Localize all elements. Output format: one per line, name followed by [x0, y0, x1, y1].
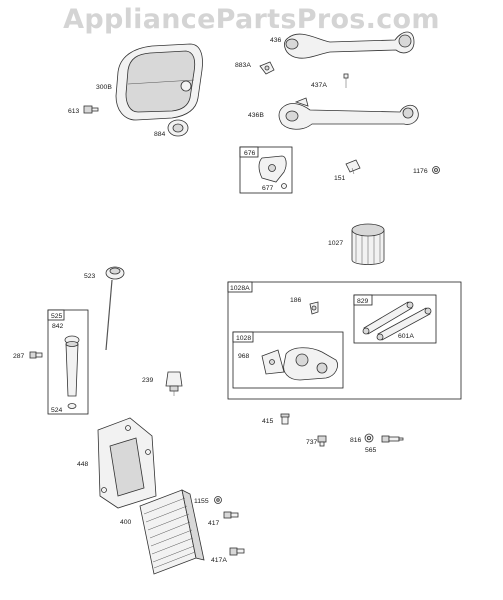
part-613-bolt[interactable] [83, 105, 99, 114]
group-1028A[interactable] [227, 281, 462, 400]
part-523-dipstick[interactable] [105, 266, 125, 351]
group-525[interactable] [47, 309, 89, 415]
label-968: 968 [238, 353, 250, 360]
label-676: 676 [244, 150, 256, 157]
label-523: 523 [84, 273, 96, 280]
part-300B-cover[interactable] [115, 43, 203, 121]
part-287-bolt[interactable] [29, 351, 43, 359]
watermark: AppliancePartsPros.com [63, 4, 440, 35]
label-417A: 417A [211, 557, 227, 564]
label-287: 287 [13, 353, 25, 360]
label-436: 436 [270, 37, 282, 44]
part-884-clamp[interactable] [167, 119, 189, 137]
label-186: 186 [290, 297, 302, 304]
part-448-plate[interactable] [97, 417, 157, 509]
label-437A: 437A [311, 82, 327, 89]
label-524: 524 [51, 407, 63, 414]
label-1028: 1028 [236, 335, 251, 342]
label-1028A: 1028A [230, 285, 250, 292]
label-415: 415 [262, 418, 274, 425]
label-239: 239 [142, 377, 154, 384]
part-436-bracket[interactable] [284, 31, 415, 59]
part-436B-bracket[interactable] [278, 97, 419, 130]
label-613: 613 [68, 108, 80, 115]
label-436B: 436B [248, 112, 264, 119]
part-883A-clip[interactable] [259, 61, 275, 75]
label-400: 400 [120, 519, 132, 526]
label-1176: 1176 [413, 168, 428, 175]
part-417A-bolt[interactable] [229, 547, 245, 556]
part-417-bolt[interactable] [223, 511, 239, 519]
label-883A: 883A [235, 62, 251, 69]
part-186-fitting[interactable] [309, 301, 319, 315]
part-1176-plug[interactable] [432, 166, 440, 174]
label-816: 816 [350, 437, 362, 444]
group-829[interactable] [353, 294, 437, 344]
part-1027-oil-filter[interactable] [351, 223, 385, 265]
part-565-fitting[interactable] [381, 435, 404, 443]
label-565: 565 [365, 447, 377, 454]
label-601A: 601A [398, 333, 414, 340]
label-151: 151 [334, 175, 346, 182]
label-842: 842 [52, 323, 64, 330]
label-829: 829 [357, 298, 369, 305]
label-417: 417 [208, 520, 220, 527]
part-151-sensor[interactable] [345, 159, 361, 175]
group-1028[interactable] [232, 331, 344, 389]
part-816-fitting[interactable] [364, 433, 374, 443]
part-239-sensor[interactable] [165, 371, 183, 396]
part-1155-washer[interactable] [214, 496, 222, 504]
label-737: 737 [306, 439, 318, 446]
label-1027: 1027 [328, 240, 343, 247]
label-448: 448 [77, 461, 89, 468]
part-400-oil-cooler[interactable] [139, 489, 205, 575]
label-884: 884 [154, 131, 166, 138]
group-676[interactable] [239, 146, 293, 194]
label-300B: 300B [96, 84, 112, 91]
label-525: 525 [51, 313, 63, 320]
part-737-fitting[interactable] [317, 435, 327, 447]
part-437A-screw[interactable] [343, 73, 349, 88]
label-677: 677 [262, 185, 274, 192]
part-415-fitting[interactable] [280, 413, 290, 425]
label-1155: 1155 [194, 498, 209, 505]
